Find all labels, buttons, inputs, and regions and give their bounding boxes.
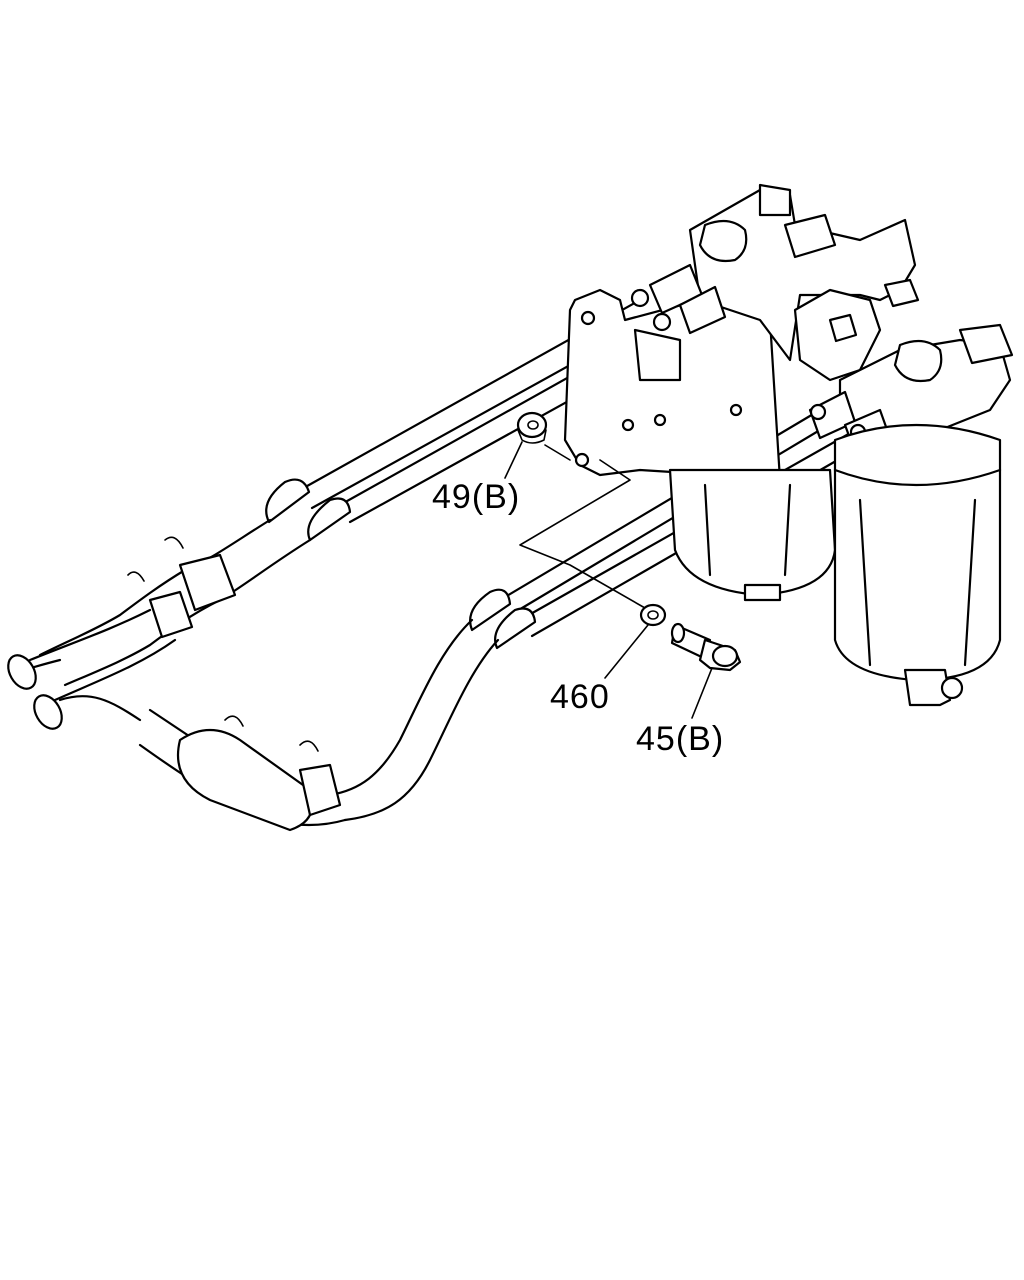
right-bracket: [793, 288, 882, 382]
right-filter-canister: [833, 423, 1002, 707]
lower-hose-assembly: [58, 588, 537, 832]
part-callout-45: 45(B): [636, 720, 725, 758]
mounting-bracket: [563, 288, 782, 482]
filter-head-block: [630, 183, 920, 362]
exploded-leader-lines: [519, 444, 646, 609]
washer-460: [604, 603, 667, 679]
part-callout-460: 460: [550, 678, 610, 716]
part-callout-49: 49(B): [432, 478, 521, 516]
right-filter-head: [808, 323, 1014, 454]
left-filter-canister: [668, 468, 837, 602]
upper-hose-assembly: [7, 478, 352, 730]
bolt-45: [670, 622, 742, 719]
nut-49: [504, 411, 548, 479]
